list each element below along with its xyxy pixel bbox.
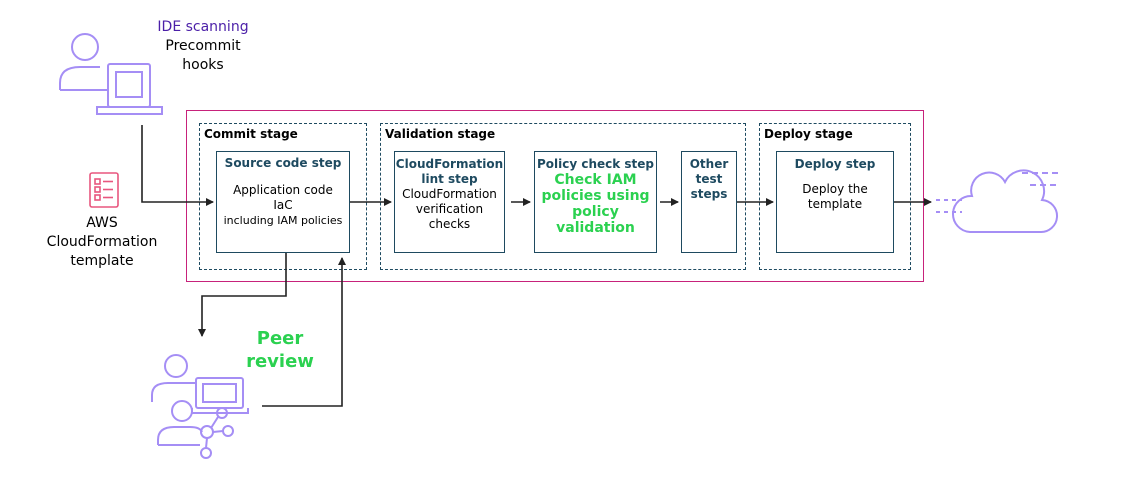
deploy-line1: Deploy the [802,182,868,196]
deploy-stage [759,123,911,270]
lint-step-title1: CloudFormation [395,157,504,171]
source-line1: Application code [233,183,333,197]
template-label-line2: CloudFormation [46,234,158,250]
arrow-source-to-review [198,253,287,337]
deploy-stage-title: Deploy stage [764,127,853,141]
other-test-steps: Other test steps [681,151,737,253]
policy-line3: policy [572,204,619,220]
arrow-developer-to-source [141,125,214,206]
pipeline-frame [186,110,924,282]
peer-review-line1: Peer [256,328,304,349]
lint-step: CloudFormation lint step CloudFormation … [394,151,505,253]
policy-check-step: Policy check step Check IAM policies usi… [534,151,657,253]
arrow-review-to-source [262,257,346,407]
other-line2: test [695,172,723,186]
ide-scanning-label: IDE scanning [157,19,249,35]
template-label-line1: AWS [86,215,118,231]
policy-step-title: Policy check step [536,157,655,171]
source-line3: including IAM policies [223,214,343,227]
policy-line1: Check IAM [554,172,637,188]
commit-stage [199,123,367,270]
other-line1: Other [689,157,729,171]
peer-review-line2: review [246,351,314,372]
commit-stage-title: Commit stage [204,127,298,141]
source-line2: IaC [273,198,293,212]
template-label-line3: template [70,253,134,269]
cloud-icon [936,169,1060,234]
hooks-label: hooks [182,57,224,73]
other-line3: steps [690,187,728,201]
deploy-step-title: Deploy step [794,157,876,171]
validation-stage-title: Validation stage [385,127,496,141]
lint-line3: checks [428,217,471,231]
policy-line2: policies using [541,188,650,204]
precommit-label: Precommit [165,38,241,54]
lint-line2: verification [415,202,484,216]
deploy-step: Deploy step Deploy the template [776,151,894,253]
lint-line1: CloudFormation [402,187,497,201]
lint-step-title2: lint step [421,172,478,186]
user-laptop-icon [59,33,163,115]
policy-line4: validation [556,220,635,236]
validation-stage [380,123,746,270]
document-checklist-icon [89,172,119,208]
deploy-line2: template [807,197,863,211]
users-network-icon [151,354,249,459]
source-code-step-title: Source code step [224,156,342,170]
source-code-step: Source code step Application code IaC in… [216,151,350,253]
